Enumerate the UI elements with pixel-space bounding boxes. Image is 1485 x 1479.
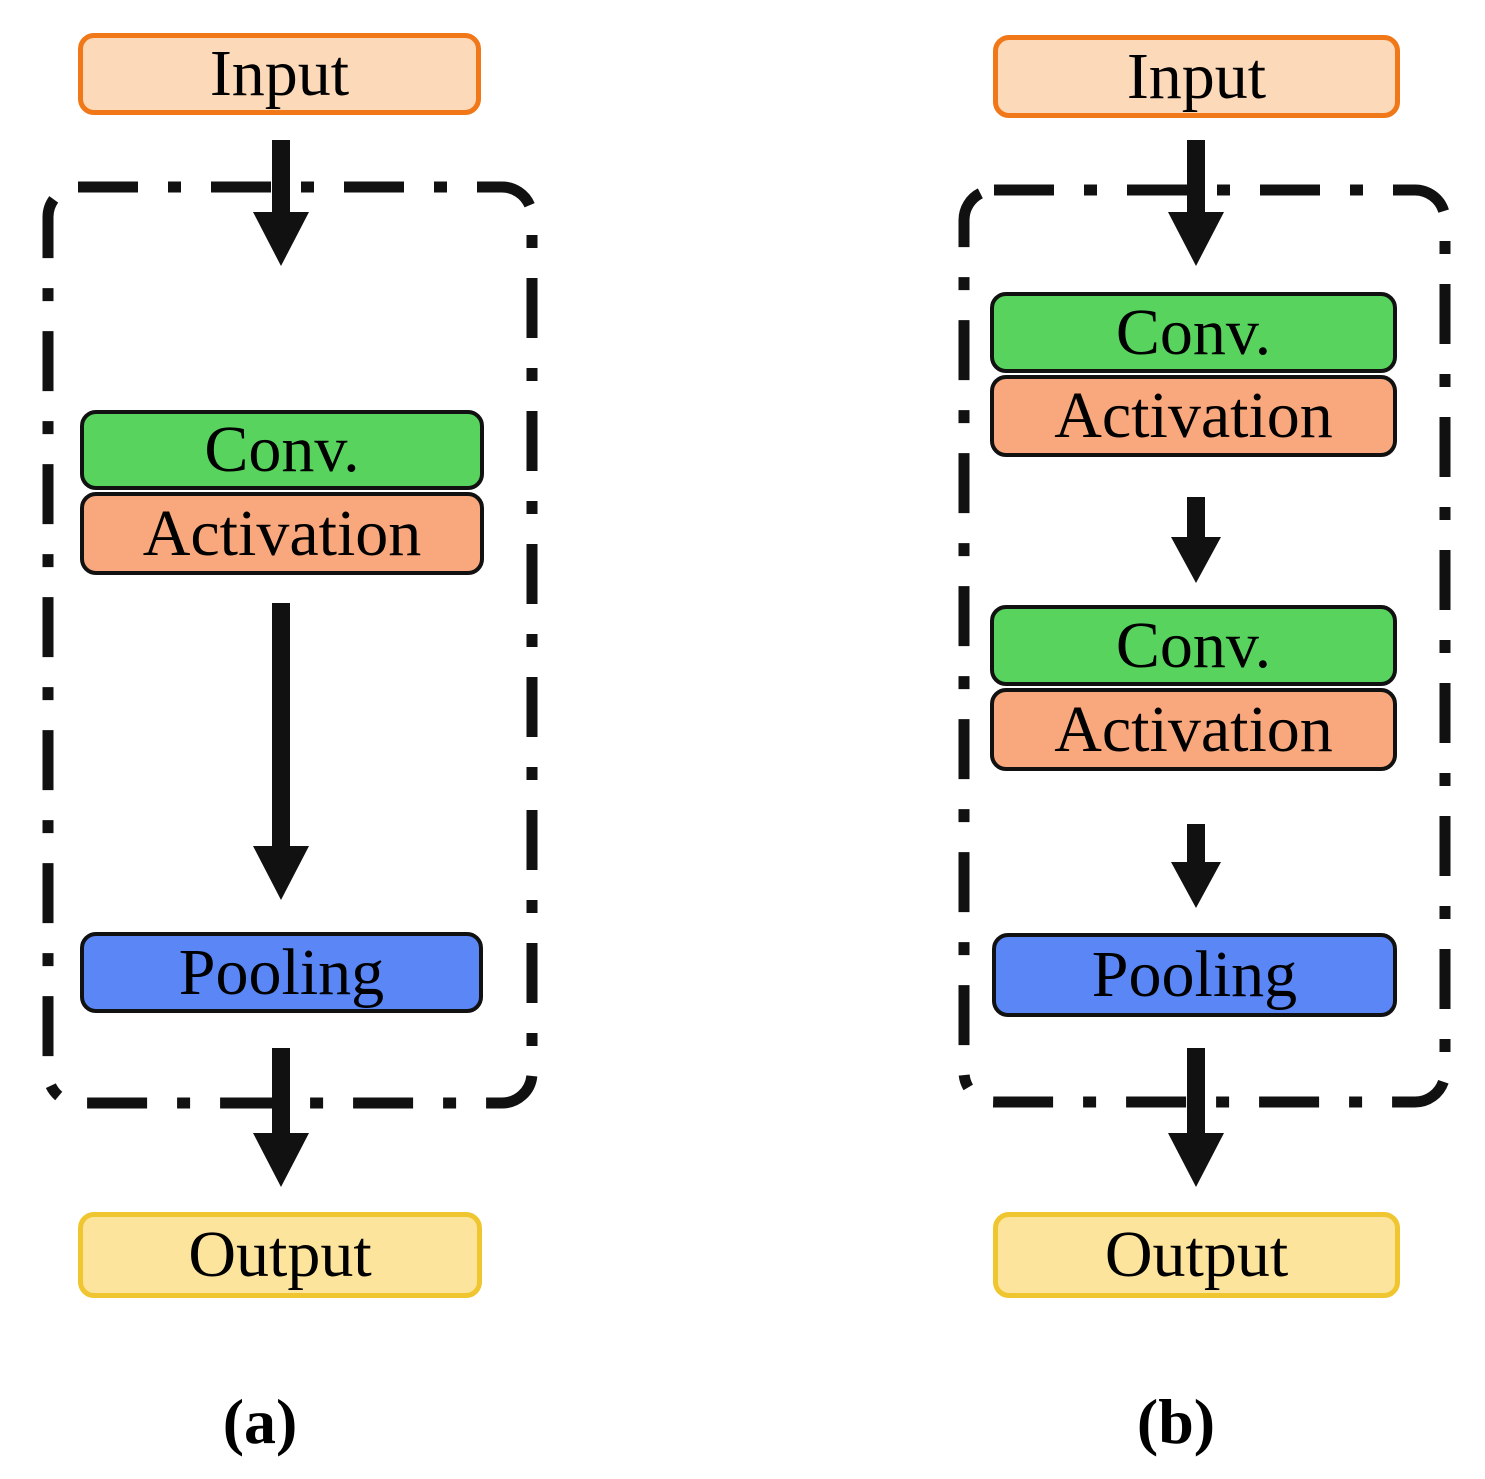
conv-label: Conv.	[1115, 608, 1272, 682]
arrow-down-icon	[1168, 1048, 1224, 1187]
input-label: Input	[209, 37, 350, 110]
conv-node: Conv.	[80, 410, 484, 490]
output-node: Output	[78, 1212, 482, 1298]
conv-label: Conv.	[1115, 295, 1272, 369]
conv-node-1: Conv.	[990, 292, 1397, 373]
dashed-block-boundary	[958, 184, 1451, 1108]
output-node: Output	[993, 1212, 1400, 1298]
conv-node-2: Conv.	[990, 605, 1397, 686]
panel-b-caption: (b)	[1136, 1386, 1216, 1457]
pooling-label: Pooling	[1091, 938, 1298, 1011]
activation-label: Activation	[1054, 379, 1333, 452]
arrow-down-icon	[1171, 497, 1221, 583]
activation-label: Activation	[1054, 692, 1333, 766]
arrow-down-icon	[1168, 140, 1224, 266]
activation-node-1: Activation	[990, 375, 1397, 457]
activation-node: Activation	[80, 492, 484, 575]
input-label: Input	[1126, 39, 1267, 113]
panel-a-caption: (a)	[222, 1386, 298, 1457]
pooling-label: Pooling	[178, 935, 385, 1009]
activation-node-2: Activation	[990, 688, 1397, 771]
input-node: Input	[993, 35, 1400, 118]
pooling-node: Pooling	[992, 933, 1397, 1017]
output-label: Output	[1104, 1218, 1289, 1291]
conv-label: Conv.	[204, 413, 360, 486]
dashed-block-boundary	[42, 181, 538, 1109]
pooling-node: Pooling	[80, 932, 483, 1013]
arrow-down-icon	[253, 603, 309, 900]
output-label: Output	[188, 1218, 372, 1291]
arrow-down-icon	[253, 1048, 309, 1187]
arrow-down-icon	[253, 140, 309, 266]
input-node: Input	[78, 33, 481, 115]
activation-label: Activation	[142, 496, 422, 570]
arrow-down-icon	[1171, 824, 1221, 908]
